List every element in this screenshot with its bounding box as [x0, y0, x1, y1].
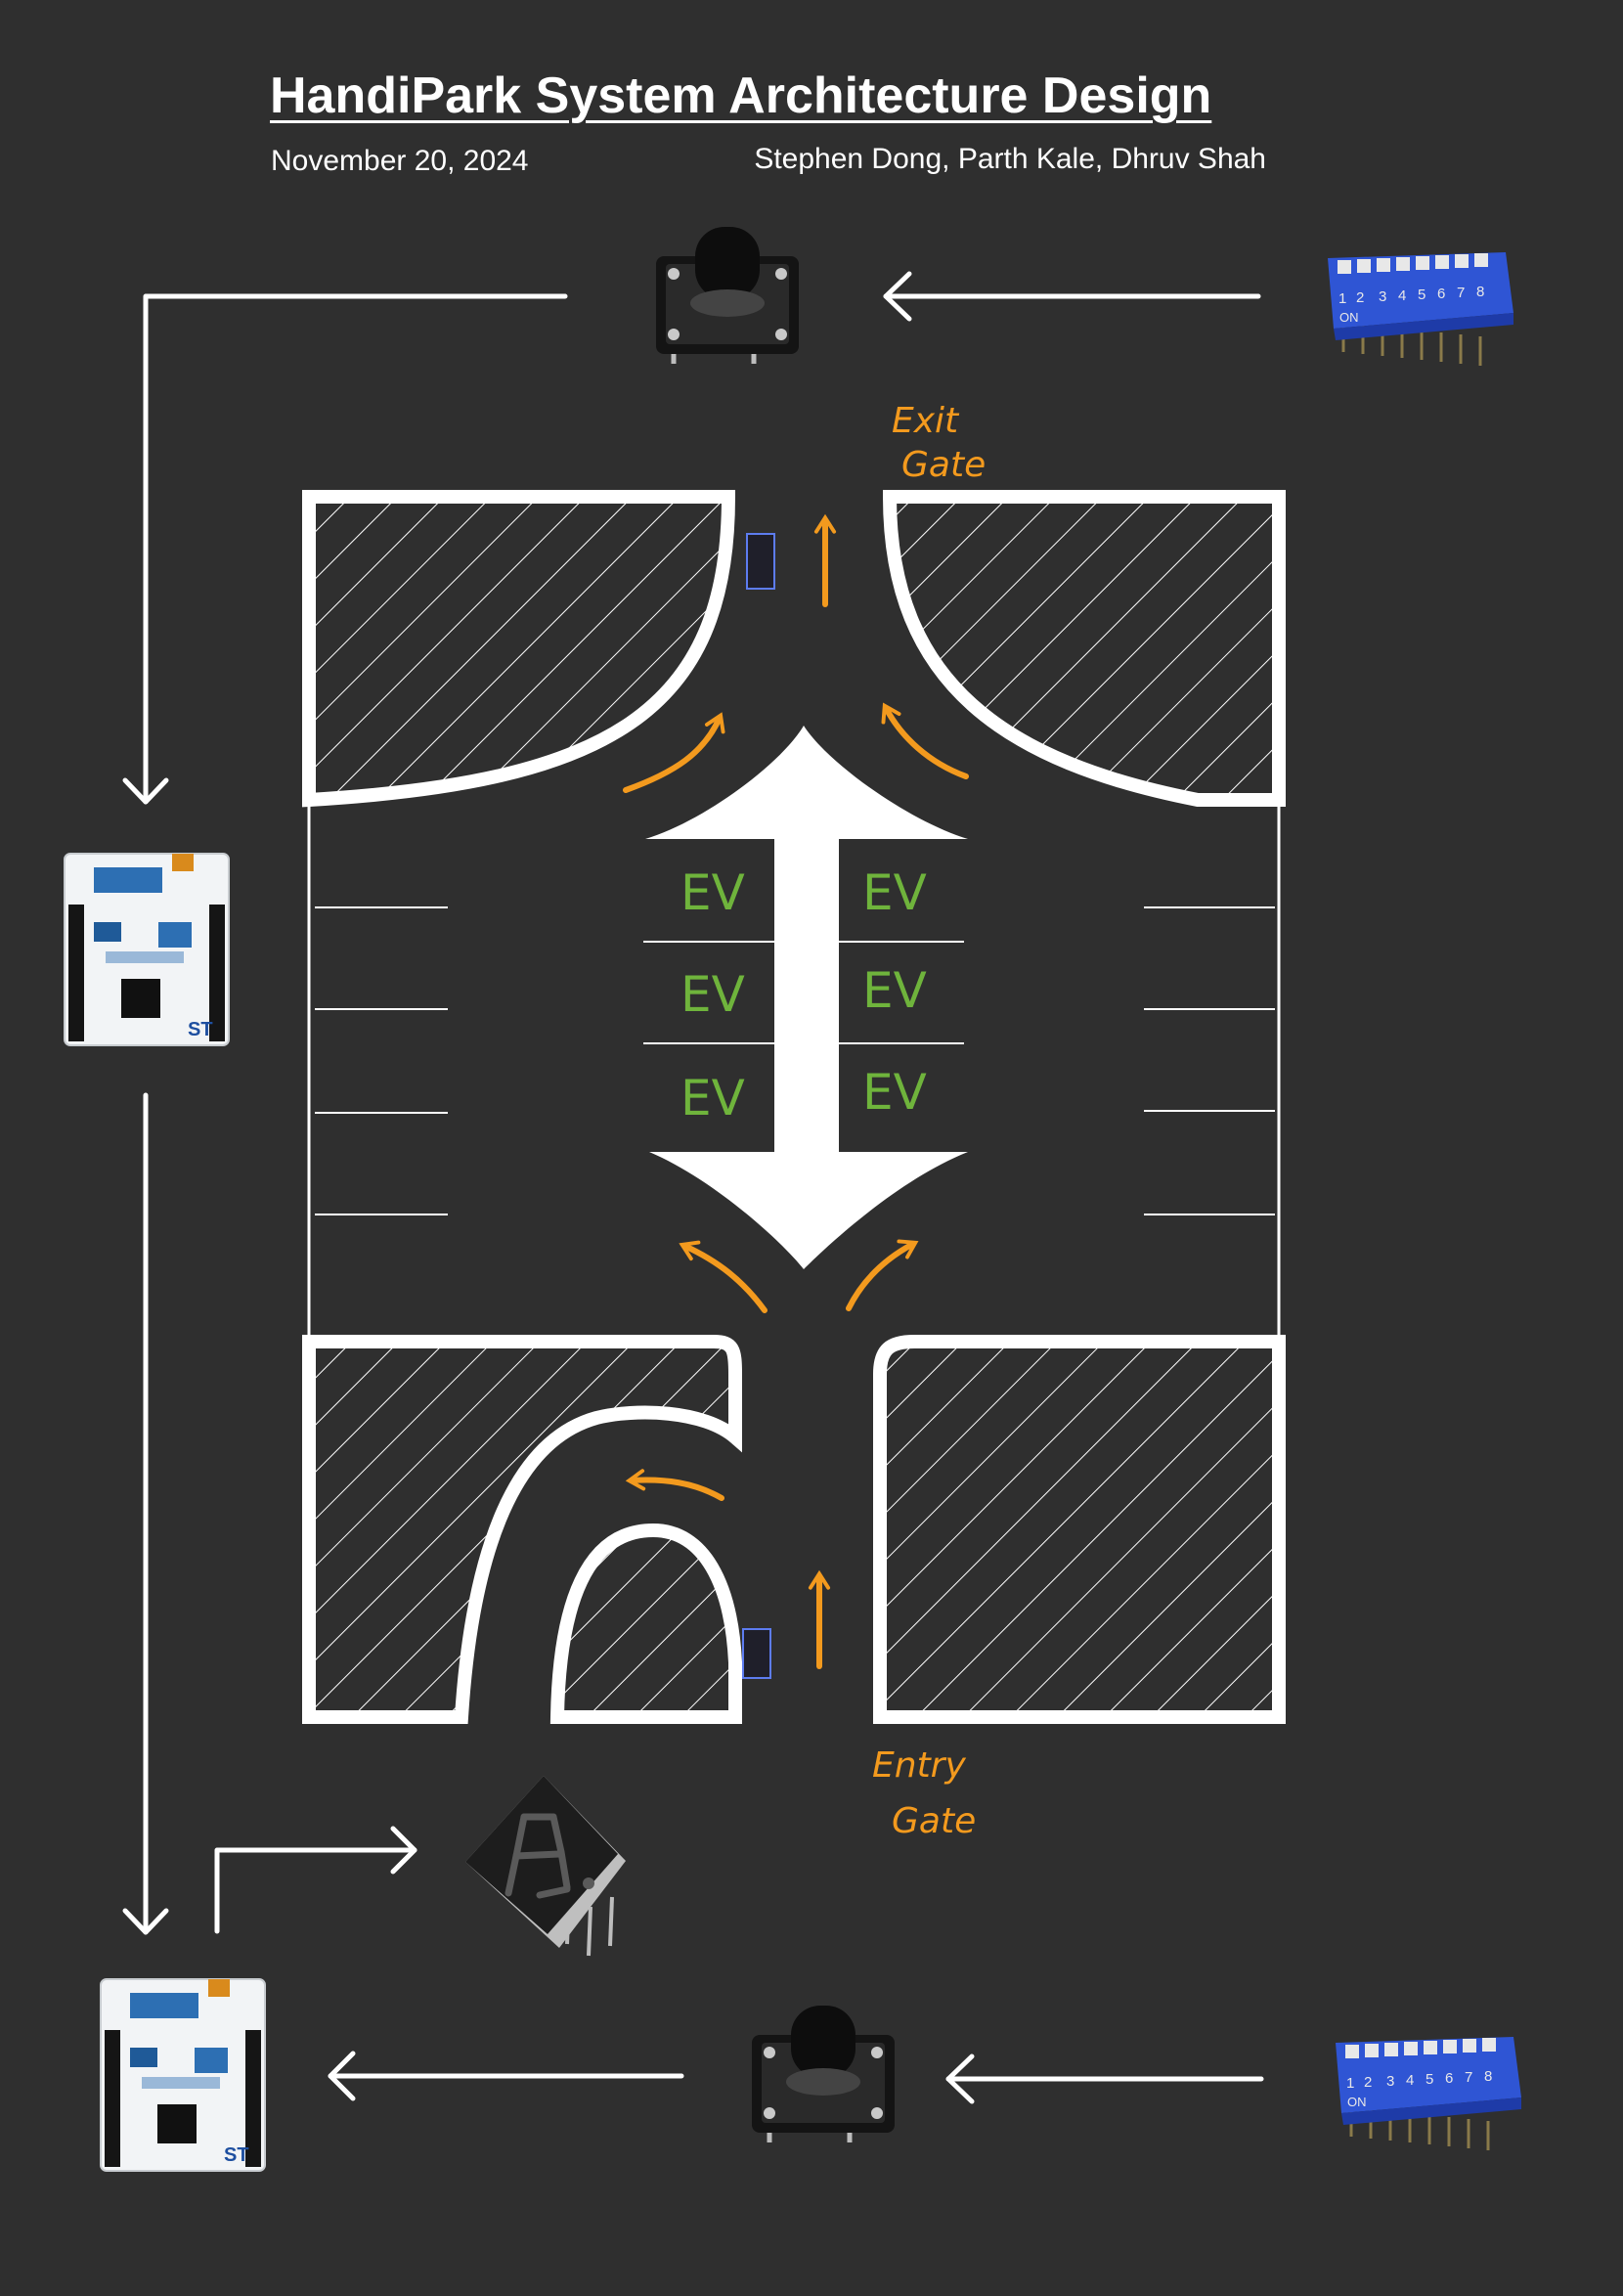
dip-num-6: 6: [1437, 286, 1445, 302]
ev-spot-label: EV: [680, 1070, 745, 1126]
arrow-board-to-display: [217, 1850, 415, 1931]
ev-spot-label: EV: [862, 962, 927, 1019]
dip-num-7: 7: [1465, 2069, 1472, 2086]
hatched-block-top-right: [890, 497, 1279, 800]
push-button-bottom: [752, 2006, 895, 2142]
dip-num-2: 2: [1356, 289, 1364, 306]
hatched-block-bottom-right: [880, 1342, 1279, 1717]
dip-num-5: 5: [1418, 287, 1426, 303]
entry-gate-label-line2: Gate: [892, 1801, 976, 1841]
entry-gate-label-line1: Entry: [872, 1745, 966, 1786]
dip-num-7: 7: [1457, 285, 1465, 301]
dip-switch-bottom: 1 2 3 4 5 6 7 8 ON: [1336, 2037, 1521, 2150]
ev-spot-label: EV: [862, 1064, 927, 1121]
dip-num-5: 5: [1426, 2071, 1433, 2088]
dip-num-4: 4: [1406, 2072, 1414, 2089]
hatched-island-bottom: [557, 1530, 735, 1717]
dip-num-8: 8: [1476, 284, 1484, 300]
exit-gate-sensor: [747, 534, 774, 589]
entry-gate-sensor: [743, 1629, 770, 1678]
dip-num-8: 8: [1484, 2068, 1492, 2085]
dip-num-2: 2: [1364, 2074, 1372, 2091]
nucleo-board-bottom: ST: [101, 1979, 265, 2171]
dip-num-4: 4: [1398, 287, 1406, 304]
exit-gate-label-line1: Exit: [892, 401, 960, 441]
ev-spot-label: EV: [680, 966, 745, 1023]
ev-spot-label: EV: [862, 864, 927, 921]
push-button-top: [656, 227, 799, 364]
dip-num-3: 3: [1386, 2073, 1394, 2090]
exit-gate-label-line2: Gate: [901, 445, 986, 485]
svg-text:ST: ST: [224, 2144, 249, 2166]
dip-num-1: 1: [1346, 2075, 1354, 2092]
nucleo-board-top: ST: [65, 854, 229, 1045]
dip-num-1: 1: [1338, 290, 1346, 307]
dip-on-label: ON: [1347, 2095, 1367, 2109]
seven-segment-display: [465, 1776, 626, 1956]
parking-lot: Exit Gate Entry Gate EV EV EV EV EV EV: [309, 401, 1279, 1841]
dip-switch-top: 1 2 3 4 5 6 7 8 ON: [1328, 252, 1513, 366]
ev-spot-label: EV: [680, 864, 745, 921]
hatched-block-top-left: [309, 497, 728, 800]
svg-text:ST: ST: [188, 1019, 213, 1040]
dip-on-label: ON: [1339, 310, 1359, 325]
dip-num-3: 3: [1379, 288, 1386, 305]
dip-num-6: 6: [1445, 2070, 1453, 2087]
